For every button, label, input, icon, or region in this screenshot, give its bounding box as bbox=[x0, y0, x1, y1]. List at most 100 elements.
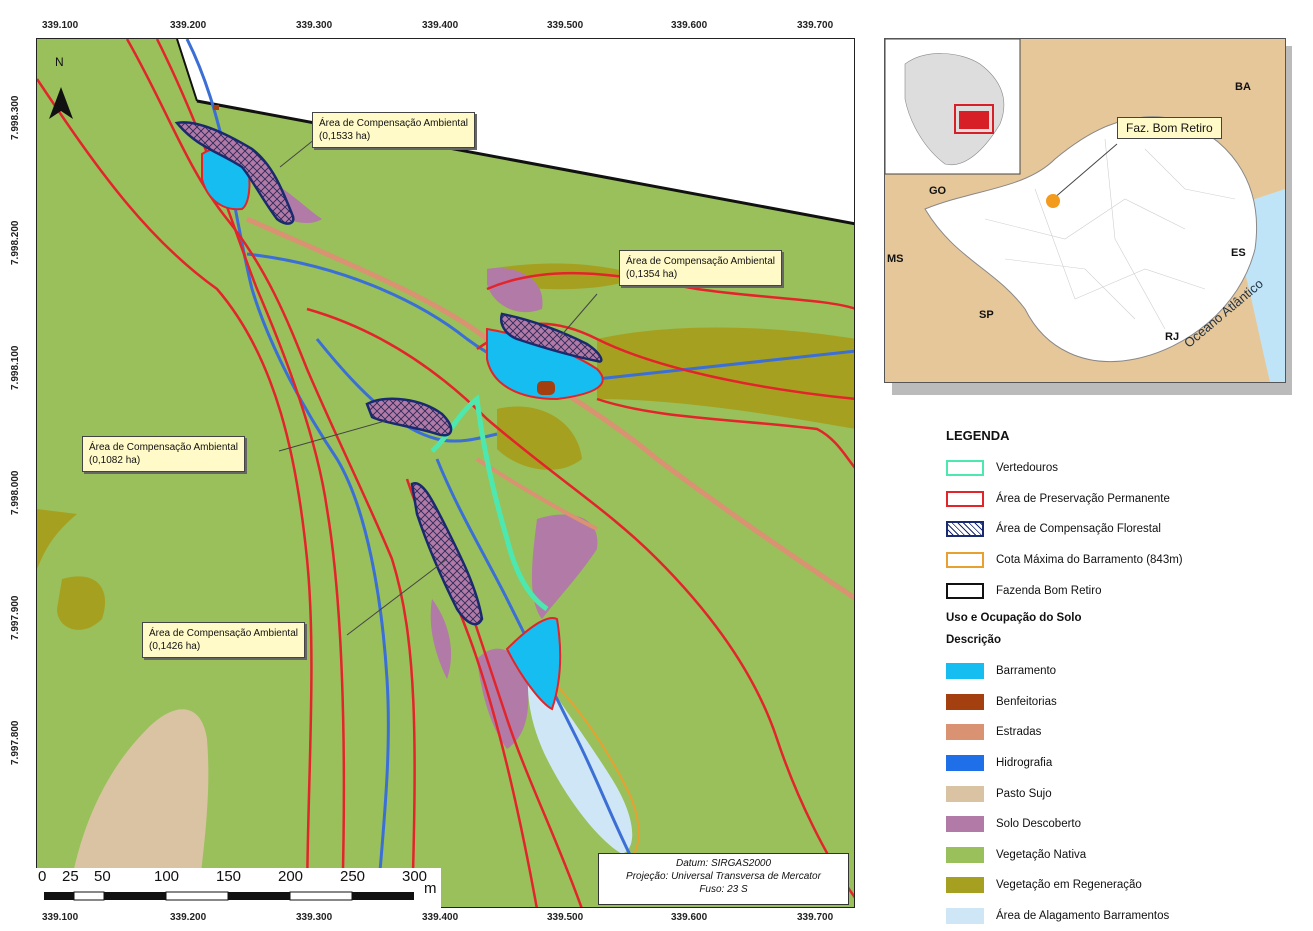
legend-item: Área de Compensação Florestal bbox=[946, 514, 1266, 545]
legend-item: Vertedouros bbox=[946, 453, 1266, 484]
main-map: N bbox=[36, 38, 855, 908]
legend-swatch bbox=[946, 785, 984, 802]
app-boundary bbox=[125, 39, 416, 907]
municipality-lines bbox=[984, 138, 1236, 330]
x-tick-top: 339.500 bbox=[547, 20, 584, 31]
farm-boundary bbox=[196, 99, 854, 226]
scale-segment bbox=[104, 892, 166, 900]
leader-line bbox=[279, 138, 316, 168]
x-tick-top: 339.700 bbox=[797, 20, 834, 31]
callout-title: Área de Compensação Ambiental bbox=[149, 628, 298, 639]
solo-descoberto-patch bbox=[477, 648, 529, 749]
callout-compensation-3: Área de Compensação Ambiental (0,1082 ha… bbox=[82, 436, 245, 472]
datum-line: Datum: SIRGAS2000 bbox=[675, 858, 772, 869]
benfeitoria bbox=[213, 105, 219, 110]
scale-label: 300 bbox=[402, 868, 428, 885]
legend-label: Área de Compensação Florestal bbox=[996, 523, 1161, 536]
legend-class: Vegetação em Regeneração bbox=[946, 870, 1266, 901]
label-go: GO bbox=[929, 185, 947, 197]
scale-label: 0 bbox=[38, 868, 47, 885]
callout-value: (0,1354 ha) bbox=[626, 269, 678, 280]
legend-label: Fazenda Bom Retiro bbox=[996, 584, 1102, 597]
legend-label: Área de Preservação Permanente bbox=[996, 492, 1170, 505]
legend-class: Barramento bbox=[946, 656, 1266, 687]
legend-swatch bbox=[946, 877, 984, 894]
pasto-sujo-patch bbox=[67, 709, 209, 907]
x-tick-bottom: 339.500 bbox=[547, 912, 584, 923]
legend-swatch bbox=[946, 663, 984, 680]
scale-segment bbox=[165, 891, 229, 901]
leader-line bbox=[278, 420, 386, 452]
legend-swatch bbox=[946, 755, 984, 772]
legend-label: Área de Alagamento Barramentos bbox=[996, 910, 1170, 923]
scale-bar-graphic bbox=[44, 891, 414, 901]
inset-map-drawing bbox=[885, 39, 1285, 382]
x-tick-top: 339.400 bbox=[422, 20, 459, 31]
app-boundary bbox=[37, 78, 313, 907]
compensation-area-4 bbox=[410, 482, 484, 626]
scale-segment bbox=[289, 891, 353, 901]
legend-label: Barramento bbox=[996, 665, 1057, 678]
mg-highlight bbox=[959, 111, 989, 129]
legend-subsection: Descrição bbox=[946, 633, 1001, 646]
app-boundary bbox=[596, 397, 854, 469]
benfeitoria bbox=[537, 381, 555, 395]
fuso-line: Fuso: 23 S bbox=[699, 884, 748, 895]
legend-title: LEGENDA bbox=[946, 428, 1010, 443]
scale-label: 50 bbox=[94, 868, 111, 885]
legend-class: Solo Descoberto bbox=[946, 809, 1266, 840]
legend-class: Estradas bbox=[946, 717, 1266, 748]
legend-class: Vegetação Nativa bbox=[946, 840, 1266, 871]
leader-line bbox=[559, 293, 598, 338]
label-ms: MS bbox=[887, 253, 904, 265]
solo-descoberto-patch bbox=[532, 514, 598, 619]
legend-swatch bbox=[946, 460, 984, 477]
north-label: N bbox=[55, 55, 64, 69]
x-tick-top: 339.600 bbox=[671, 20, 708, 31]
scale-segment bbox=[44, 892, 74, 900]
farm-location-marker bbox=[1046, 194, 1060, 208]
scale-unit: m bbox=[424, 880, 437, 897]
legend-class: Hidrografia bbox=[946, 748, 1266, 779]
compensation-area-1 bbox=[174, 121, 295, 225]
stream bbox=[315, 338, 498, 443]
legend-label: Solo Descoberto bbox=[996, 818, 1082, 831]
callout-title: Área de Compensação Ambiental bbox=[89, 442, 238, 453]
y-tick: 7.998.300 bbox=[10, 95, 21, 141]
inset-map: BA GO MS SP RJ ES Oceano Atlântico Faz. … bbox=[884, 38, 1286, 383]
x-tick-top: 339.300 bbox=[296, 20, 333, 31]
x-tick-bottom: 339.400 bbox=[422, 912, 459, 923]
scale-label: 25 bbox=[62, 868, 79, 885]
y-tick: 7.998.200 bbox=[10, 220, 21, 266]
label-ba: BA bbox=[1235, 81, 1251, 93]
x-tick-bottom: 339.300 bbox=[296, 912, 333, 923]
callout-compensation-4: Área de Compensação Ambiental (0,1426 ha… bbox=[142, 622, 305, 658]
legend-section: Uso e Ocupação do Solo bbox=[946, 611, 1082, 624]
scale-segment bbox=[352, 892, 414, 900]
compensation-area-3 bbox=[365, 397, 453, 437]
legend-label: Estradas bbox=[996, 726, 1042, 739]
farm-boundary-west bbox=[176, 39, 198, 102]
legend-label: Vegetação Nativa bbox=[996, 848, 1087, 861]
location-box bbox=[954, 104, 994, 134]
scale-label: 150 bbox=[216, 868, 242, 885]
vertedouro bbox=[430, 394, 549, 612]
legend-swatch bbox=[946, 552, 984, 569]
legend-item: Área de Preservação Permanente bbox=[946, 484, 1266, 515]
callout-compensation-1: Área de Compensação Ambiental (0,1533 ha… bbox=[312, 112, 475, 148]
projection-line: Projeção: Universal Transversa de Mercat… bbox=[626, 871, 821, 882]
scale-segment bbox=[228, 892, 290, 900]
y-tick: 7.998.100 bbox=[10, 345, 21, 391]
scale-segment bbox=[73, 891, 105, 901]
y-tick: 7.997.900 bbox=[10, 595, 21, 641]
datum-box: Datum: SIRGAS2000 Projeção: Universal Tr… bbox=[598, 853, 849, 905]
regen-patch bbox=[37, 509, 77, 569]
callout-value: (0,1082 ha) bbox=[89, 455, 141, 466]
legend-swatch bbox=[946, 816, 984, 833]
y-tick: 7.998.000 bbox=[10, 470, 21, 516]
label-rj: RJ bbox=[1165, 331, 1180, 343]
